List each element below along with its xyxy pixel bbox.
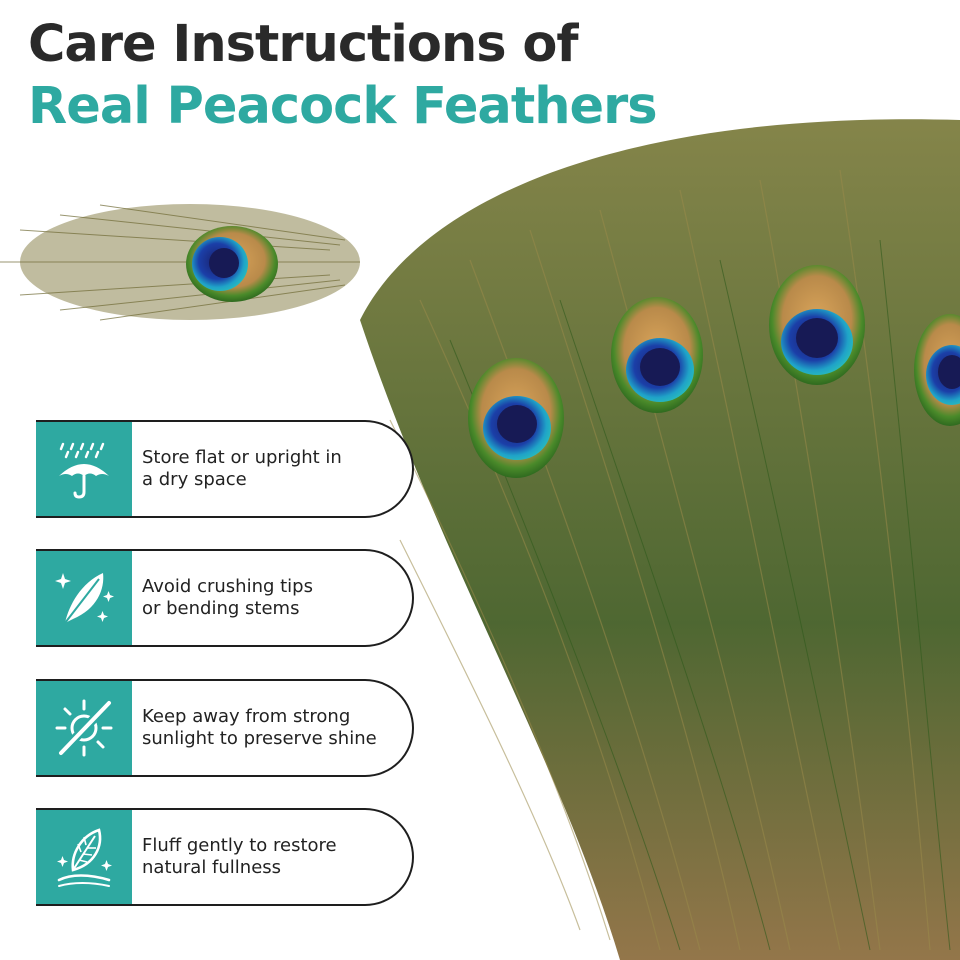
instruction-text: Keep away from strong sunlight to preser…	[142, 681, 392, 775]
no-sun-icon	[36, 679, 132, 777]
instruction-line-2: sunlight to preserve shine	[142, 728, 377, 749]
instruction-text: Store flat or upright in a dry space	[142, 422, 392, 516]
instruction-text: Avoid crushing tips or bending stems	[142, 551, 392, 645]
page-title: Care Instructions of Real Peacock Feathe…	[28, 14, 658, 138]
instruction-card-dry-storage: Store flat or upright in a dry space	[36, 420, 414, 518]
instruction-line-2: natural fullness	[142, 857, 282, 878]
feather-sparkle-icon	[36, 549, 132, 647]
instruction-line-1: Store flat or upright in	[142, 447, 342, 468]
instruction-card-fluff-gently: Fluff gently to restore natural fullness	[36, 808, 414, 906]
instruction-text: Fluff gently to restore natural fullness	[142, 810, 392, 904]
instruction-card-avoid-sunlight: Keep away from strong sunlight to preser…	[36, 679, 414, 777]
umbrella-rain-icon	[36, 420, 132, 518]
instruction-line-1: Keep away from strong	[142, 706, 351, 727]
instruction-card-avoid-crushing: Avoid crushing tips or bending stems	[36, 549, 414, 647]
instruction-line-1: Fluff gently to restore	[142, 835, 337, 856]
title-line-1: Care Instructions of	[28, 15, 579, 74]
instruction-line-1: Avoid crushing tips	[142, 576, 313, 597]
feather-fan	[360, 119, 960, 960]
left-feather	[0, 204, 360, 321]
instruction-line-2: a dry space	[142, 469, 247, 490]
instruction-line-2: or bending stems	[142, 598, 300, 619]
title-line-2: Real Peacock Feathers	[28, 77, 658, 136]
feather-fluff-icon	[36, 808, 132, 906]
